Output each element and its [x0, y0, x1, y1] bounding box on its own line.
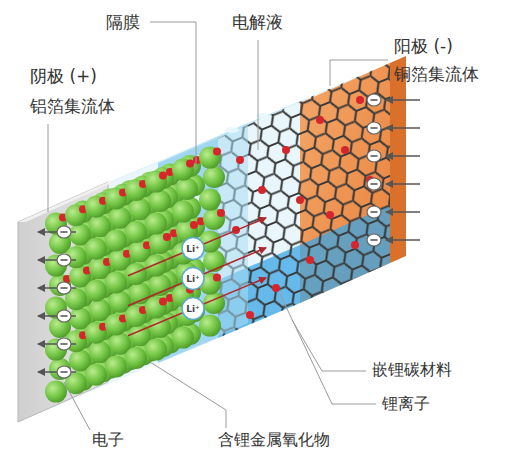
oxide-particle — [125, 305, 147, 327]
electron — [57, 310, 71, 322]
electron — [367, 150, 381, 162]
electron — [57, 338, 71, 350]
oxide-particle — [105, 229, 127, 251]
lithium-dot — [213, 148, 221, 156]
electron-sign — [371, 239, 378, 240]
electron-arrow — [386, 155, 420, 156]
electron-sign — [371, 127, 378, 128]
oxide-particle — [45, 381, 67, 403]
oxide-particle — [199, 315, 221, 337]
oxide-particle — [203, 166, 225, 188]
oxide-particle — [125, 221, 147, 243]
electron-sign — [61, 371, 68, 372]
part-label: 铝箔集流体 — [30, 96, 115, 116]
part-label: 阳极 (-) — [394, 36, 453, 56]
oxide-particle — [85, 196, 107, 218]
oxide-particle — [105, 355, 127, 377]
oxide-particle — [172, 327, 194, 349]
electron-arrow — [386, 127, 420, 128]
oxide-particle — [145, 339, 167, 361]
electron — [57, 282, 71, 294]
part-label: 铜箔集流体 — [394, 64, 479, 84]
oxide-particle — [176, 178, 198, 200]
lithium-dots — [232, 96, 374, 319]
oxide-particle — [125, 263, 147, 285]
oxide-particle — [145, 213, 167, 235]
separator-pores — [163, 113, 268, 339]
oxide-particle — [125, 347, 147, 369]
oxide-particle — [199, 189, 221, 211]
lithium-dot — [190, 221, 198, 229]
electron-arrow — [386, 183, 420, 184]
oxide-particle — [149, 232, 171, 254]
oxide-particle — [149, 190, 171, 212]
oxide-particle — [85, 322, 107, 344]
oxide-particle — [105, 271, 127, 293]
electron-sign — [371, 183, 378, 184]
oxide-particle — [172, 159, 194, 181]
ion-label: Li⁺ — [186, 304, 200, 313]
oxide-particle — [145, 171, 167, 193]
lithium-dot — [213, 274, 221, 282]
oxide-particle — [85, 364, 107, 386]
electron-sign — [371, 211, 378, 212]
electron — [367, 178, 381, 190]
copper-edge — [390, 56, 406, 263]
oxide-particle — [49, 274, 71, 296]
part-label: 锂离子 — [382, 394, 430, 413]
oxide-particle — [105, 187, 127, 209]
lithium-dot — [163, 233, 171, 241]
ion-label: Li⁺ — [186, 274, 200, 283]
oxide-particle — [85, 238, 107, 260]
electron-arrow — [386, 239, 420, 240]
electron — [57, 226, 71, 238]
oxide-particle — [105, 313, 127, 335]
oxide-particle — [172, 201, 194, 223]
oxide-particle — [65, 204, 87, 226]
oxide-particle — [125, 179, 147, 201]
lithium-dot — [159, 298, 167, 306]
electron-sign — [61, 231, 68, 232]
oxide-particle — [203, 250, 225, 272]
ion-label: Li⁺ — [186, 244, 200, 253]
oxide-particle — [85, 280, 107, 302]
part-label: 含锂金属氧化物 — [218, 430, 330, 449]
electron-sign — [61, 287, 68, 288]
oxide-particle — [145, 255, 167, 277]
oxide-particle — [145, 297, 167, 319]
electron-sign — [61, 343, 68, 344]
lithium-dot — [159, 172, 167, 180]
ion-circle — [182, 238, 204, 320]
electron — [57, 254, 71, 266]
electron-sign — [61, 315, 68, 316]
electron-symbols — [38, 94, 420, 378]
electron-arrow — [386, 99, 420, 100]
part-label: 阴极 (+) — [30, 66, 97, 86]
oxide-particle — [203, 208, 225, 230]
part-label: 电子 — [92, 430, 124, 449]
electron — [57, 366, 71, 378]
ion-path — [128, 218, 266, 336]
part-label: 隔膜 — [106, 12, 140, 32]
electron-sign — [371, 99, 378, 100]
part-label: 嵌锂碳材料 — [372, 360, 452, 379]
oxide-particle — [49, 358, 71, 380]
part-label: 电解液 — [232, 12, 283, 32]
leader-line — [48, 22, 388, 430]
electron-arrow — [386, 211, 420, 212]
electron — [367, 122, 381, 134]
electron — [367, 94, 381, 106]
lithium-dot — [186, 160, 194, 168]
electron — [367, 234, 381, 246]
electron — [367, 206, 381, 218]
oxide-particle — [199, 147, 221, 169]
lithium-dot — [217, 209, 225, 217]
electron-sign — [371, 155, 378, 156]
cathode-particles — [45, 147, 225, 403]
electron-sign — [61, 259, 68, 260]
